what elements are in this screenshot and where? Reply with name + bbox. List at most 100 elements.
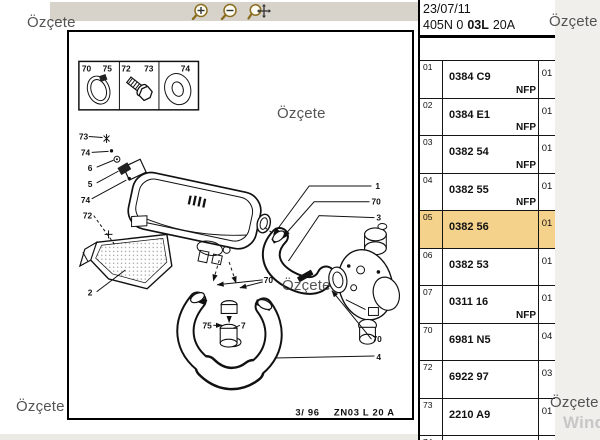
quantity-cell: 03 [538,361,555,398]
doc-ref-suffix: 20A [492,18,516,32]
watermark-text: Özçete [277,105,326,122]
diagram-callout: 74 [81,195,91,205]
row-index-cell: 03 [420,136,443,173]
diagram-callout: 70 [264,275,274,285]
quantity-cell [538,436,555,440]
callout-lines [88,134,375,359]
part-number: 2210 A9 [449,408,491,421]
diagram-callout: 2 [88,288,93,298]
part-note: NFP [516,84,536,96]
diagram-callout: 6 [88,163,93,173]
row-index-cell: 05 [420,211,443,248]
row-index-cell: 02 [420,98,443,135]
washer-part [164,73,192,106]
diagram-plate-code: ZN03 L 20 A [334,406,395,417]
part-number: 0382 55 [449,183,489,196]
part-number: 0311 16 [449,296,489,308]
diagram-callout: 70 [371,197,381,207]
housing-logo [187,195,207,208]
quantity-cell: 04 [538,323,555,360]
row-index-cell: 06 [420,248,443,285]
zoom-out-icon[interactable] [220,3,244,21]
part-cell: 0382 53 [444,249,538,286]
part-note: NFP [516,159,536,171]
part-cell: 0311 16 NFP [444,286,538,323]
watermark-text: Özçete [549,13,598,30]
row-index-cell: 74 [420,436,443,440]
header-divider [420,35,555,38]
diagram-callout: 73 [144,63,154,73]
part-cell: 6981 N5 [444,324,538,361]
part-cell: 0382 56 [444,211,538,248]
doc-ref-model: 405N 0 [423,18,464,32]
zoom-toolbar [50,2,418,21]
quantity-cell: 01 [538,211,555,248]
watermark-text: Özçete [27,14,76,31]
quantity-cell: 01 [538,136,555,173]
diagram-callout: 74 [181,63,191,73]
heat-shield [78,233,173,290]
diagram-callout: 74 [81,147,91,157]
part-number: 0384 E1 [449,108,490,121]
quantity-cell: 01 [538,398,555,435]
part-cell: 0384 E1 NFP [444,99,538,136]
part-note: NFP [516,122,536,133]
row-index-cell: 73 [420,398,443,435]
diagram-callout: 73 [79,131,89,141]
diagram-callout: 75 [103,63,113,73]
inset-kit-box [78,60,200,111]
row-index-cell: 04 [420,173,443,210]
part-cell: 2210 A9 [444,399,538,436]
diagram-callout: 4 [376,352,381,362]
zoom-pan-icon[interactable] [247,3,271,20]
diagram-callout: 72 [83,211,93,221]
table-row[interactable]: 74 [420,435,555,440]
watermark-text: Özçete [16,398,65,415]
part-note: NFP [516,309,536,321]
doc-date: 23/07/11 [423,2,471,16]
diagram-callout: 1 [375,181,380,191]
part-number: 6981 N5 [449,333,491,346]
part-cell [444,436,538,440]
breather-valve [219,300,238,348]
part-number: 0382 53 [449,258,489,271]
air-filter-housing [122,158,272,266]
watermark-text: Özçete [550,394,599,411]
diagram-page-number: 3/ 96 [295,406,319,417]
row-index-cell: 07 [420,286,443,323]
os-watermark-partial: Wind [563,413,600,432]
table-row[interactable]: 73 2210 A9 01 [420,397,555,436]
row-index-cell: 01 [420,61,443,98]
diagram-callout: 7 [241,320,246,330]
diagram-callout: 3 [376,213,381,223]
bolt-part [125,76,153,102]
watermark-text: Özçete [282,277,331,294]
row-index-cell: 72 [420,361,443,398]
part-note: NFP [516,197,536,208]
bottom-edge-strip [0,434,418,440]
quantity-cell: 01 [538,61,555,98]
y-hose [176,291,283,391]
diagram-callout: 5 [88,179,93,189]
diagram-callout: 72 [121,63,131,73]
zoom-in-icon[interactable] [191,3,215,21]
part-cell: 0382 55 NFP [444,174,538,211]
